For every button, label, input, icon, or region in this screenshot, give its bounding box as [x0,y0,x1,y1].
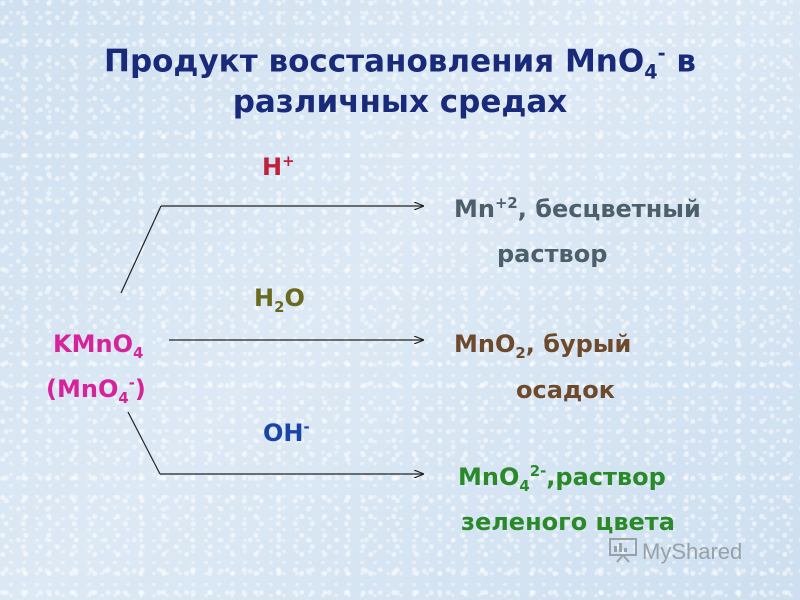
slide-title-line1: Продукт восстановления MnO4- в [104,42,696,84]
presentation-board-icon [608,537,638,569]
product-acid: Mn+2, бесцветный [454,194,701,223]
condition-basic: OH- [263,418,310,447]
watermark: MyShared [608,537,742,569]
product-basic-line2: зеленого цвета [461,508,675,536]
product-acid-line2: раствор [497,240,608,268]
title-formula: MnO [564,43,645,80]
condition-neutral: H2O [254,284,305,316]
branch-line-basic [127,411,161,475]
reagent-ion: (MnO4-) [46,374,146,407]
product-basic: MnO42-,раствор [458,462,666,495]
watermark-text: MyShared [642,538,743,564]
branch-line-acid [120,205,162,294]
condition-acid: H+ [262,152,295,181]
product-neutral-line2: осадок [516,376,616,404]
product-neutral: MnO2, бурый [454,330,632,362]
reagent-formula: KMnO4 [53,330,144,362]
slide-title-line2: различных средах [232,84,568,120]
